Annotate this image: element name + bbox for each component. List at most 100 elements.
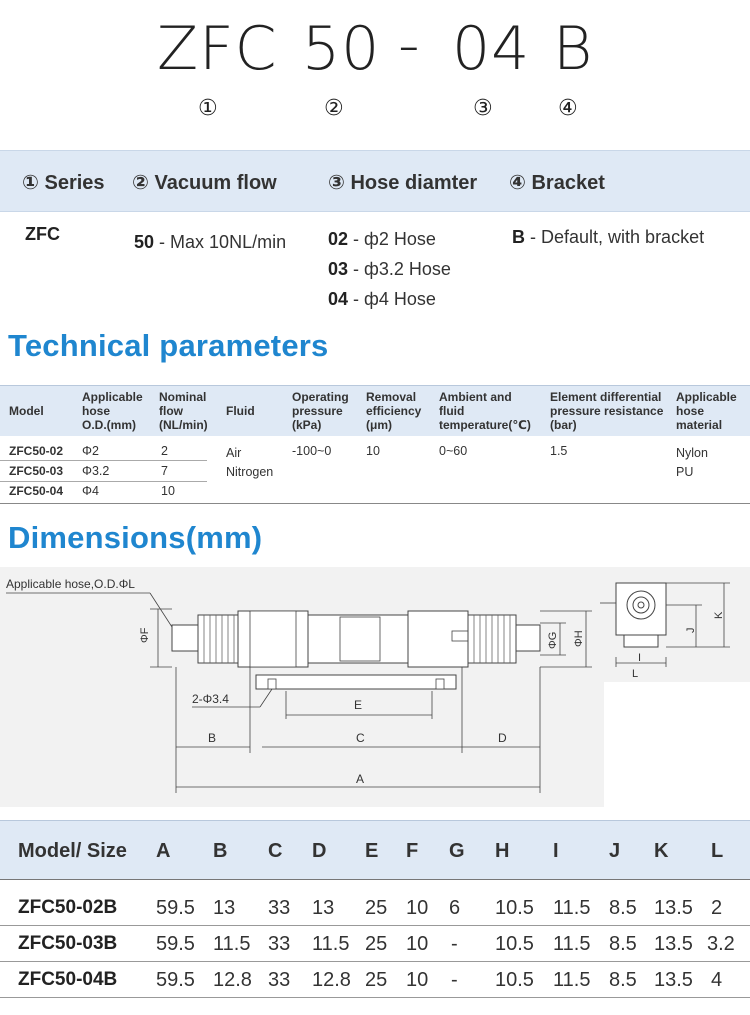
dh-I: I <box>553 840 559 862</box>
cell-J: 8.5 <box>609 969 637 991</box>
model-code-diagram: ZFC 50 - 04 B ① ② ③ ④ <box>0 0 750 150</box>
cell-K: 13.5 <box>654 897 693 919</box>
cell-H: 10.5 <box>495 933 534 955</box>
tp-row-2-flow: 7 <box>161 464 168 478</box>
tp-row-3-flow: 10 <box>161 484 175 498</box>
dim-label-D: D <box>498 731 507 745</box>
dim-label-F: ΦF <box>139 627 151 643</box>
cell-D: 11.5 <box>312 933 350 955</box>
dim-label-A: A <box>356 772 364 786</box>
row-divider <box>0 481 207 482</box>
cell-E: 25 <box>365 933 388 955</box>
header-vacuum-flow: ② Vacuum flow <box>132 172 277 194</box>
hose-option-02: 02 - ф2 Hose <box>328 229 436 249</box>
dimension-table-header: Model/ Size A B C D E F G H I J K L <box>0 820 750 880</box>
code-series: ZFC <box>157 14 278 84</box>
cell-C: 33 <box>268 933 291 955</box>
cell-B: 11.5 <box>213 933 251 955</box>
code-bracket: B <box>553 14 594 84</box>
cell-H: 10.5 <box>495 969 534 991</box>
cell-B: 13 <box>213 897 236 919</box>
marker-2: ② <box>324 96 344 121</box>
dh-F: F <box>406 840 419 862</box>
dim-label-H: ΦH <box>573 630 585 647</box>
cell-L: 3.2 <box>707 933 735 955</box>
hose-option-04: 04 - ф4 Hose <box>328 289 436 309</box>
tp-row-3-od: Φ4 <box>82 484 99 498</box>
dim-label-E: E <box>354 698 362 712</box>
marker-3: ③ <box>473 96 493 121</box>
tp-pressure: -100~0 <box>292 444 332 458</box>
cell-I: 11.5 <box>553 933 591 955</box>
dh-C: C <box>268 840 283 862</box>
cell-model: ZFC50-04B <box>18 969 118 990</box>
bracket-option: B - Default, with bracket <box>512 227 705 247</box>
dim-label-I: I <box>638 652 641 664</box>
cell-G: - <box>451 969 458 991</box>
cell-L: 4 <box>711 969 723 991</box>
dim-label-G: ΦG <box>547 632 559 649</box>
tp-row-3-model: ZFC50-04 <box>9 484 64 498</box>
cell-J: 8.5 <box>609 933 637 955</box>
technical-table-body: ZFC50-02 Φ2 2 ZFC50-03 Φ3.2 7 ZFC50-04 Φ… <box>0 436 750 504</box>
flow-option: 50 - Max 10NL/min <box>134 232 287 252</box>
header-series: ① Series <box>22 172 105 194</box>
cell-J: 8.5 <box>609 897 637 919</box>
tp-row-1-model: ZFC50-02 <box>9 444 64 458</box>
dh-J: J <box>609 840 621 862</box>
marker-1: ① <box>198 96 218 121</box>
dh-H: H <box>495 840 510 862</box>
cell-A: 59.5 <box>156 933 195 955</box>
ordering-header: ① Series ② Vacuum flow ③ Hose diamter ④ … <box>0 150 750 212</box>
header-hose-diameter: ③ Hose diamter <box>328 172 478 194</box>
dh-B: B <box>213 840 228 862</box>
header-bracket: ④ Bracket <box>509 172 605 194</box>
dh-A: A <box>156 840 171 862</box>
dimension-row-zfc50-03b: ZFC50-03B 59.5 11.5 33 11.5 25 10 - 10.5… <box>0 926 750 962</box>
dim-label-L: L <box>632 668 638 680</box>
dim-label-B: B <box>208 731 216 745</box>
cell-G: - <box>451 933 458 955</box>
cell-I: 11.5 <box>553 969 591 991</box>
cell-A: 59.5 <box>156 969 195 991</box>
dh-G: G <box>449 840 465 862</box>
series-value: ZFC <box>25 224 60 244</box>
cell-A: 59.5 <box>156 897 195 919</box>
dh-model-size: Model/ Size <box>18 840 127 862</box>
dimensions-title: Dimensions(mm) <box>8 520 263 555</box>
cell-E: 25 <box>365 969 388 991</box>
cell-F: 10 <box>406 933 429 955</box>
th-fluid: Fluid <box>226 404 255 418</box>
hose-option-03: 03 - ф3.2 Hose <box>328 259 451 279</box>
dh-E: E <box>365 840 379 862</box>
dim-label-K: K <box>713 611 725 619</box>
tp-row-1-flow: 2 <box>161 444 168 458</box>
cell-B: 12.8 <box>213 969 252 991</box>
cell-F: 10 <box>406 897 429 919</box>
th-model: Model <box>9 404 44 418</box>
cell-H: 10.5 <box>495 897 534 919</box>
cell-C: 33 <box>268 969 291 991</box>
tp-diff-pressure: 1.5 <box>550 444 568 458</box>
cell-model: ZFC50-02B <box>18 897 118 918</box>
dim-label-C: C <box>356 731 365 745</box>
cell-E: 25 <box>365 897 388 919</box>
dimension-drawing: Applicable hose,O.D.ΦL ΦF <box>0 567 750 809</box>
dimension-row-zfc50-04b: ZFC50-04B 59.5 12.8 33 12.8 25 10 - 10.5… <box>0 962 750 998</box>
code-flow: 50 <box>302 14 381 84</box>
dh-L: L <box>711 840 724 862</box>
row-divider <box>0 460 207 461</box>
cell-G: 6 <box>449 897 461 919</box>
cell-K: 13.5 <box>654 969 693 991</box>
tp-removal: 10 <box>366 444 380 458</box>
cell-F: 10 <box>406 969 429 991</box>
